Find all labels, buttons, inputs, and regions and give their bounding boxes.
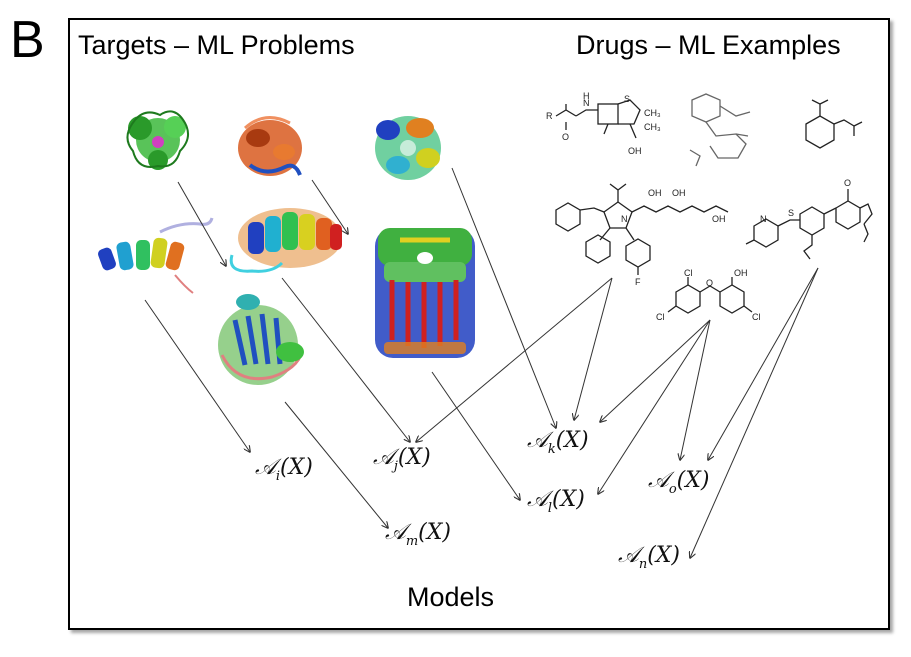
protein-3-image [375, 116, 441, 180]
triclosan-Cl1-label: Cl [684, 268, 693, 278]
arrow-protein6-to-model-m [284, 401, 388, 528]
arrow-atorvastatin-to-model-j [416, 277, 613, 442]
triclosan-structure [667, 277, 753, 314]
protein-5-image [229, 208, 342, 273]
arrow-protein3-to-model-k [451, 167, 556, 428]
drugs-heading: Drugs – ML Examples [576, 30, 841, 60]
penicillin-S-label: S [624, 94, 630, 104]
atorvastatin-OH2-label: OH [672, 188, 686, 198]
protein-1-image [126, 110, 190, 170]
arrow-protein4-to-model-i [144, 299, 250, 452]
model-a-n: 𝒜n(X) [618, 543, 681, 572]
sildenafil-structure [745, 189, 873, 260]
protein-4-image [98, 217, 214, 294]
triclosan-Cl3-label: Cl [752, 312, 761, 322]
penicillin-OH-label: OH [628, 146, 642, 156]
model-a-i: 𝒜i(X) [255, 455, 313, 484]
figure-frame [68, 18, 890, 630]
arrow-sildenafil-to-model-o [708, 267, 819, 460]
arrow-triclosan-to-model-o [680, 319, 711, 460]
arrow-protein7-to-model-l [431, 371, 520, 500]
penicillin-CH3a-label: CH₃ [644, 108, 661, 118]
arrow-atorvastatin-to-model-k [574, 277, 613, 420]
atorvastatin-OH1-label: OH [648, 188, 662, 198]
arrows [144, 167, 819, 558]
triclosan-Cl2-label: Cl [656, 312, 665, 322]
sildenafil-S-label: S [788, 208, 794, 218]
atorvastatin-structure [555, 183, 729, 275]
sildenafil-O-label: O [844, 178, 851, 188]
protein-2-image [238, 116, 302, 176]
arrow-sildenafil-to-model-n [690, 267, 819, 558]
aspirin-structure [805, 99, 863, 149]
triclosan-OH-label: OH [734, 268, 748, 278]
model-a-k: 𝒜k(X) [527, 428, 589, 457]
morphine-structure [689, 93, 751, 167]
model-a-l: 𝒜l(X) [527, 487, 585, 516]
penicillin-CH3b-label: CH₃ [644, 122, 661, 132]
arrow-protein2-to-protein5 [311, 179, 348, 234]
penicillin-structure [555, 99, 641, 139]
protein-7-image [375, 228, 475, 358]
arrow-protein1-to-protein5 [177, 181, 226, 266]
arrow-triclosan-to-model-k [600, 319, 711, 422]
arrow-triclosan-to-model-l [598, 319, 711, 494]
arrow-protein5-to-model-j [281, 277, 410, 442]
models-heading: Models [407, 582, 495, 612]
model-a-j: 𝒜j(X) [373, 445, 431, 474]
model-a-o: 𝒜o(X) [648, 468, 710, 497]
protein-6-image [218, 294, 304, 385]
targets-heading: Targets – ML Problems [78, 30, 355, 60]
sildenafil-N-label: N [760, 214, 767, 224]
penicillin-R-label: R [546, 111, 553, 121]
penicillin-O-label: O [562, 132, 569, 142]
atorvastatin-F-label: F [635, 277, 641, 287]
panel-label: B [10, 11, 45, 69]
model-a-m: 𝒜m(X) [385, 520, 451, 549]
triclosan-O-label: O [706, 278, 713, 288]
penicillin-H-label: H [583, 91, 590, 101]
atorvastatin-OH3-label: OH [712, 214, 726, 224]
penicillin-N-label: N [583, 98, 590, 108]
atorvastatin-N-label: N [621, 214, 628, 224]
